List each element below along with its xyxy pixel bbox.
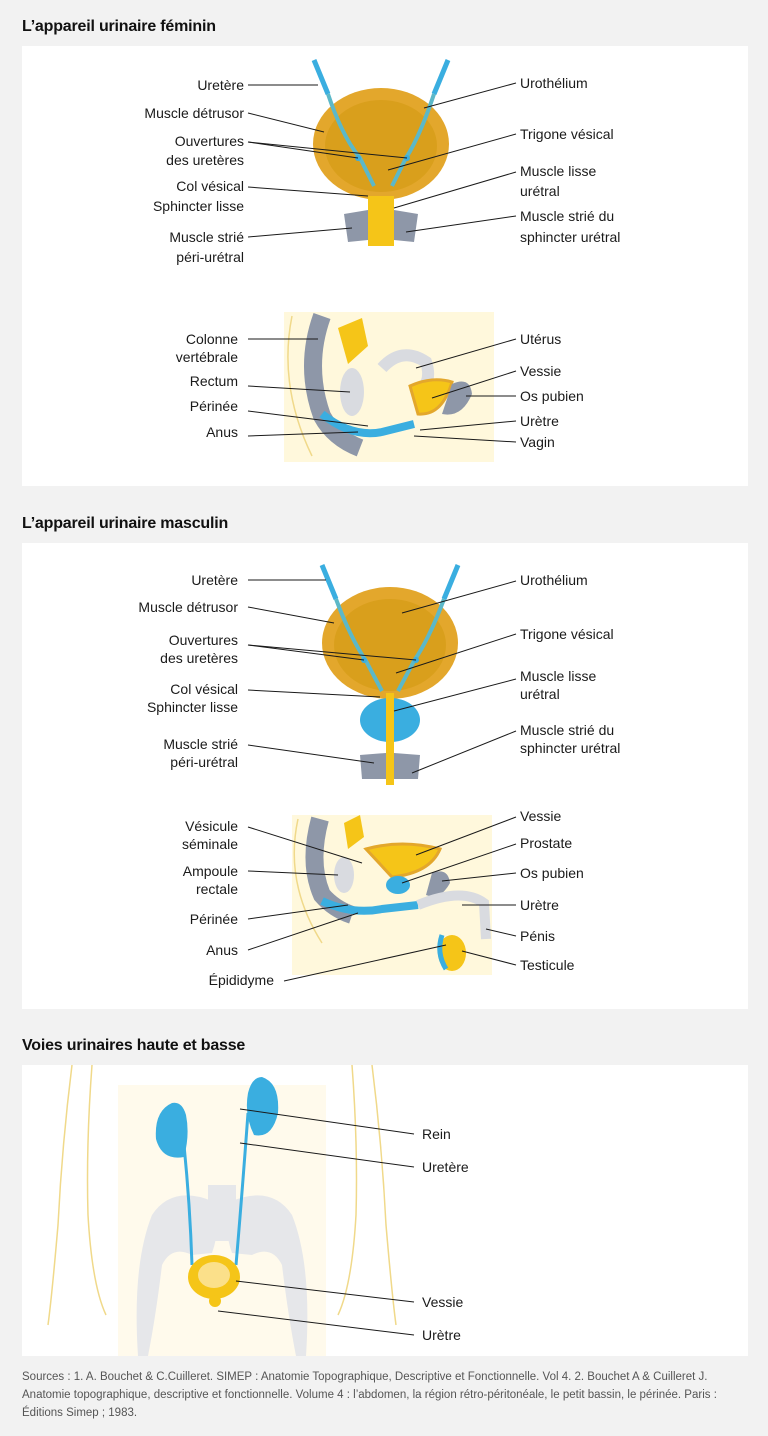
label-trigone-vesical: Trigone vésical (520, 126, 614, 142)
penis-shape (416, 890, 491, 940)
label-muscle-strie: Muscle strié (169, 229, 244, 245)
label-vertebrale: vertébrale (176, 349, 238, 365)
female-diagram-panel: Uretère Muscle détrusor Ouvertures des u… (22, 46, 748, 486)
label-sphincter-lisse: Sphincter lisse (147, 699, 238, 715)
label-muscle-lisse: Muscle lisse (520, 163, 596, 179)
label-ouvertures: Ouvertures (169, 632, 238, 648)
kidney-left (155, 1102, 188, 1158)
label-testicule: Testicule (520, 957, 575, 973)
section-title-male: L’appareil urinaire masculin (22, 515, 229, 532)
kidney-right (246, 1077, 279, 1136)
male-bladder-diagram (319, 564, 461, 785)
label-perinee: Périnée (190, 911, 238, 927)
label-vessie: Vessie (422, 1294, 463, 1310)
female-leader-lines (247, 82, 517, 443)
label-urothelium: Urothélium (520, 75, 588, 91)
label-ampoule: Ampoule (183, 863, 238, 879)
label-muscle-strie: Muscle strié (163, 736, 238, 752)
bladder-lumen (325, 100, 437, 192)
label-colonne: Colonne (186, 331, 238, 347)
label-perinee: Périnée (190, 398, 238, 414)
label-vesicule: Vésicule (185, 818, 238, 834)
label-vagin: Vagin (520, 434, 555, 450)
label-sphincter-lisse: Sphincter lisse (153, 198, 244, 214)
label-anus: Anus (206, 424, 238, 440)
label-peri-uretral: péri-urétral (170, 754, 238, 770)
label-uterus: Utérus (520, 331, 561, 347)
label-uretre: Urètre (422, 1327, 461, 1343)
label-muscle-strie-du: Muscle strié du (520, 208, 614, 224)
male-leader-lines (247, 579, 517, 982)
female-bladder-diagram (311, 59, 451, 246)
label-trigone-vesical: Trigone vésical (520, 626, 614, 642)
label-rectale: rectale (196, 881, 238, 897)
label-uretral: urétral (520, 183, 560, 199)
label-uretre: Urètre (520, 897, 559, 913)
sources-note: Sources : 1. A. Bouchet & C.Cuilleret. S… (22, 1371, 717, 1419)
female-sagittal-diagram (284, 312, 494, 462)
label-uretere: Uretère (191, 572, 238, 588)
urethra-column (368, 196, 394, 246)
label-uretere: Uretère (422, 1159, 469, 1175)
label-uretral: urétral (520, 686, 560, 702)
label-penis: Pénis (520, 928, 555, 944)
label-seminale: séminale (182, 836, 238, 852)
label-muscle-lisse: Muscle lisse (520, 668, 596, 684)
label-rectum: Rectum (190, 373, 238, 389)
label-des-ureteres: des uretères (160, 650, 238, 666)
label-epididyme: Épididyme (209, 972, 275, 988)
label-vessie: Vessie (520, 363, 561, 379)
label-prostate: Prostate (520, 835, 572, 851)
label-uretre: Urètre (520, 413, 559, 429)
label-muscle-detrusor: Muscle détrusor (144, 105, 244, 121)
label-rein: Rein (422, 1126, 451, 1142)
male-sagittal-diagram (292, 815, 492, 975)
label-des-ureteres: des uretères (166, 152, 244, 168)
label-uretere: Uretère (197, 77, 244, 93)
section-title-female: L’appareil urinaire féminin (22, 18, 216, 35)
male-diagram-panel: Uretère Muscle détrusor Ouvertures des u… (22, 543, 748, 1009)
label-sphincter-uretral: sphincter urétral (520, 740, 620, 756)
label-os-pubien: Os pubien (520, 865, 584, 881)
spine-shape (304, 312, 364, 457)
label-vessie: Vessie (520, 808, 561, 824)
label-urothelium: Urothélium (520, 572, 588, 588)
label-peri-uretral: péri-urétral (176, 249, 244, 265)
tracts-diagram-panel: Rein Uretère Vessie Urètre (22, 1065, 748, 1356)
label-muscle-strie-du: Muscle strié du (520, 722, 614, 738)
label-sphincter-uretral: sphincter urétral (520, 229, 620, 245)
perineum-band (319, 410, 415, 438)
label-os-pubien: Os pubien (520, 388, 584, 404)
label-ouvertures: Ouvertures (175, 133, 244, 149)
pelvis-bones (136, 1185, 308, 1356)
label-anus: Anus (206, 942, 238, 958)
tracts-leader-lines (217, 1108, 415, 1336)
urinary-tract (155, 1077, 279, 1307)
label-col-vesical: Col vésical (176, 178, 244, 194)
label-col-vesical: Col vésical (170, 681, 238, 697)
section-title-tracts: Voies urinaires haute et basse (22, 1037, 246, 1054)
label-muscle-detrusor: Muscle détrusor (138, 599, 238, 615)
